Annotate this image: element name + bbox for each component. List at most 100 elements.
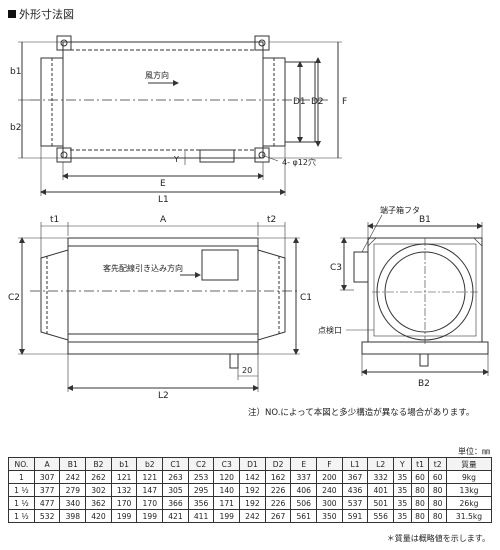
table-cell: 337 [290, 470, 318, 484]
table-cell: 192 [239, 483, 266, 497]
table-cell: 35 [393, 509, 412, 523]
table-header-cell: b1 [110, 457, 138, 471]
mount-hole-icon [60, 151, 68, 159]
table-cell: 302 [85, 483, 112, 497]
label-c2: C2 [8, 293, 20, 303]
mount-hole-icon [60, 39, 68, 47]
table-cell: 262 [85, 470, 112, 484]
table-cell: 170 [136, 496, 164, 510]
table-cell: 147 [136, 483, 164, 497]
label-y: Y [173, 155, 179, 164]
table-cell: 31.5kg [445, 509, 493, 523]
table-cell: 411 [187, 509, 215, 523]
table-header-cell: 質量 [445, 457, 493, 471]
table-cell: 1 ½ [8, 496, 35, 510]
front-view-body [67, 237, 259, 343]
top-view-left-flange [40, 57, 64, 147]
label-d1: D1 [293, 97, 306, 107]
table-cell: 263 [162, 470, 189, 484]
table-cell: 13kg [445, 483, 493, 497]
top-view-terminal-box [199, 149, 235, 163]
table-cell: 171 [213, 496, 241, 510]
table-cell: 421 [162, 509, 189, 523]
table-cell: 1 ½ [8, 509, 35, 523]
table-cell: 35 [393, 496, 412, 510]
table-header-cell: B1 [59, 457, 87, 471]
table-cell: 121 [110, 470, 138, 484]
label-inspection-port: 点検口 [318, 325, 342, 335]
label-side-b1: B1 [419, 215, 431, 225]
table-cell: 537 [341, 496, 369, 510]
table-cell: 199 [136, 509, 164, 523]
table-cell: 398 [59, 509, 87, 523]
table-cell: 80 [410, 483, 430, 497]
table-cell: 561 [290, 509, 318, 523]
table-cell: 332 [367, 470, 395, 484]
table-header-cell: Y [393, 457, 412, 471]
table-cell: 199 [110, 509, 138, 523]
table-cell: 501 [367, 496, 395, 510]
table-cell: 253 [187, 470, 215, 484]
drawing-title-text: 外形寸法図 [19, 8, 74, 21]
label-a: A [160, 215, 167, 225]
table-cell: 80 [410, 509, 430, 523]
top-view-ear-bl [56, 147, 72, 163]
front-view-terminal-box [201, 249, 239, 281]
table-cell: 200 [316, 470, 343, 484]
top-view-ear-br [254, 147, 270, 163]
table-cell: 506 [290, 496, 318, 510]
label-side-b2: B2 [418, 379, 430, 389]
table-cell: 367 [341, 470, 369, 484]
table-header-cell: NO. [8, 457, 35, 471]
unit-label: 単位：㎜ [458, 447, 490, 456]
side-view-drain [419, 353, 429, 367]
table-header-cell: B2 [85, 457, 112, 471]
table-cell: 132 [110, 483, 138, 497]
table-cell: 26kg [445, 496, 493, 510]
top-view-right-flange [262, 57, 286, 147]
top-view-ear-tr [254, 35, 270, 51]
table-cell: 356 [187, 496, 215, 510]
label-c1: C1 [300, 293, 312, 303]
table-cell: 60 [428, 470, 447, 484]
table-cell: 362 [85, 496, 112, 510]
table-cell: 80 [428, 509, 447, 523]
table-cell: 226 [264, 496, 292, 510]
table-cell: 279 [59, 483, 87, 497]
table-cell: 80 [428, 496, 447, 510]
label-t2: t2 [267, 215, 276, 225]
weight-footnote: ＊質量は概略値を示します。 [386, 534, 490, 543]
table-cell: 120 [213, 470, 241, 484]
table-cell: 199 [213, 509, 241, 523]
table-header-cell: D1 [239, 457, 266, 471]
front-view-base [67, 341, 259, 355]
drawing-title: 外形寸法図 [8, 6, 74, 22]
table-cell: 226 [264, 483, 292, 497]
label-l1: L1 [158, 195, 169, 205]
front-view-right-flange [257, 249, 286, 341]
label-dim-20: 20 [242, 366, 252, 375]
table-cell: 242 [239, 509, 266, 523]
label-l2: L2 [158, 391, 169, 401]
table-cell: 477 [33, 496, 61, 510]
dimension-drawing: b1 b2 D1 D2 F 風方向 Y E L1 4- φ12穴 [8, 35, 489, 401]
mount-hole-icon [258, 151, 266, 159]
table-cell: 1 ½ [8, 483, 35, 497]
table-cell: 142 [239, 470, 266, 484]
table-cell: 140 [213, 483, 241, 497]
label-b2: b2 [10, 123, 21, 133]
table-header-cell: L2 [367, 457, 395, 471]
top-view-ear-tl [56, 35, 72, 51]
table-cell: 300 [316, 496, 343, 510]
label-c3: C3 [330, 263, 342, 273]
top-view [18, 35, 342, 196]
table-cell: 1 [8, 470, 35, 484]
side-view [340, 214, 489, 376]
table-cell: 35 [393, 483, 412, 497]
square-bullet-icon [8, 10, 16, 18]
table-header-cell: C1 [162, 457, 189, 471]
